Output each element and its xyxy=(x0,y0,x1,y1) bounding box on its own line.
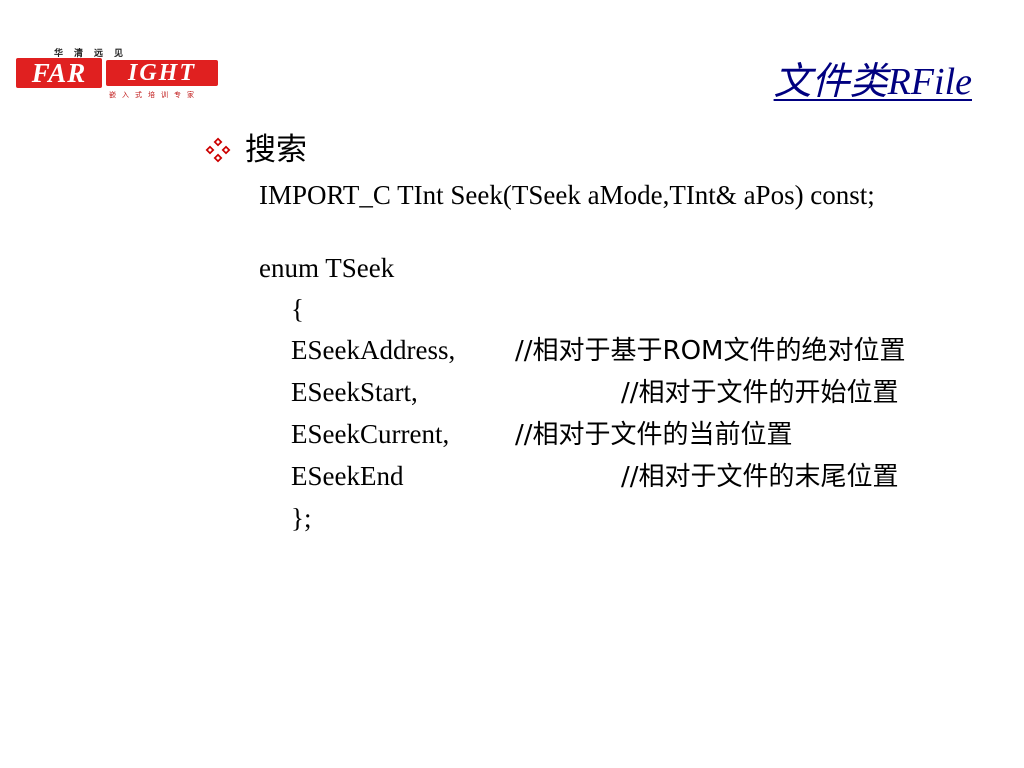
function-signature: IMPORT_C TInt Seek(TSeek aMode,TInt& aPo… xyxy=(259,180,875,210)
enum-item-name: ESeekEnd xyxy=(291,461,404,491)
bullet-heading-row: 搜索 xyxy=(205,130,307,170)
enum-close-brace: }; xyxy=(291,503,312,533)
enum-open-brace: { xyxy=(291,294,304,324)
enum-item: ESeekEnd //相对于文件的末尾位置 xyxy=(291,461,979,493)
spacer xyxy=(259,211,979,253)
spacer xyxy=(259,493,979,503)
spacer xyxy=(259,284,979,294)
slide-content: IMPORT_C TInt Seek(TSeek aMode,TInt& aPo… xyxy=(259,180,979,534)
logo-top-text: 华清远见 xyxy=(54,49,135,59)
spacer xyxy=(259,409,979,419)
spacer xyxy=(259,367,979,377)
logo-far-box: FAR xyxy=(16,58,102,88)
spacer xyxy=(259,325,979,335)
enum-item-comment: //相对于基于ROM文件的绝对位置 xyxy=(515,336,906,366)
enum-item: ESeekCurrent, //相对于文件的当前位置 xyxy=(291,419,979,451)
enum-item-name: ESeekCurrent, xyxy=(291,419,450,449)
slide-title: 文件类RFile xyxy=(773,61,972,103)
brand-logo: 华清远见 FAR IGHT 嵌入式培训专家 xyxy=(14,46,224,102)
four-diamond-bullet-icon xyxy=(205,137,231,163)
bullet-heading-text: 搜索 xyxy=(245,132,307,168)
logo-brand-left: FAR xyxy=(31,58,87,88)
enum-declaration: enum TSeek xyxy=(259,253,395,283)
spacer xyxy=(259,451,979,461)
enum-item-comment: //相对于文件的末尾位置 xyxy=(621,462,899,492)
logo-tagline: 嵌入式培训专家 xyxy=(109,91,200,99)
logo-ight-box: IGHT xyxy=(106,60,218,86)
enum-item: ESeekStart, //相对于文件的开始位置 xyxy=(291,377,979,409)
enum-item-comment: //相对于文件的开始位置 xyxy=(621,378,899,408)
logo-brand-right: IGHT xyxy=(128,60,196,86)
enum-item-comment: //相对于文件的当前位置 xyxy=(515,420,793,450)
enum-item-name: ESeekAddress, xyxy=(291,335,456,365)
enum-item-name: ESeekStart, xyxy=(291,377,418,407)
enum-item: ESeekAddress, //相对于基于ROM文件的绝对位置 xyxy=(291,335,979,367)
